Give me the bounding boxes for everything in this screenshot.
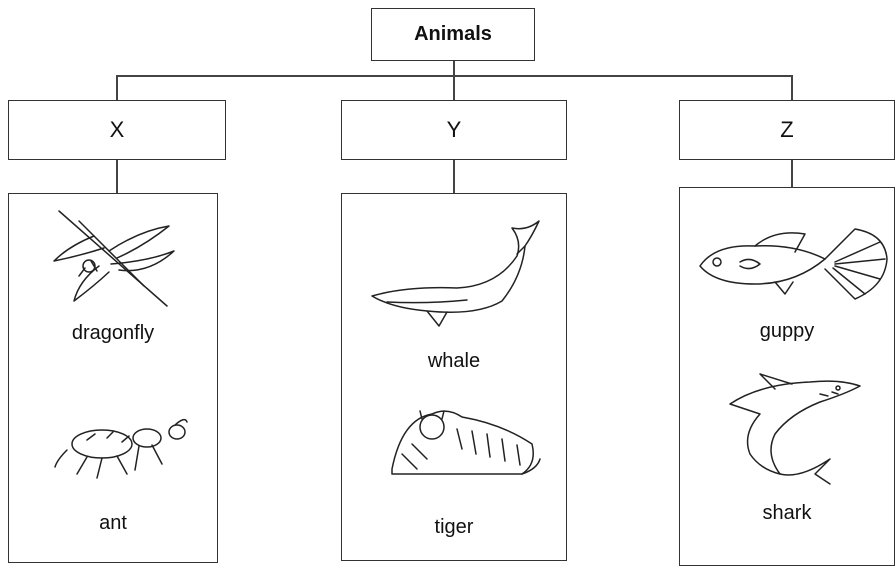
connector-z-down (791, 160, 793, 188)
group-y-panel: whale tiger (341, 193, 567, 561)
connector-x-down (116, 160, 118, 194)
guppy-image (695, 224, 890, 304)
shark-label: shark (680, 502, 894, 525)
root-node: Animals (371, 8, 535, 61)
group-x-header: X (8, 100, 226, 160)
connector-x-up (116, 75, 118, 101)
guppy-label: guppy (680, 320, 894, 343)
whale-image (367, 216, 547, 336)
tiger-image (372, 399, 542, 484)
connector-y-up (453, 75, 455, 101)
ant-label: ant (9, 512, 217, 535)
group-x-panel: dragonfly ant (8, 193, 218, 563)
group-z-panel: guppy shark (679, 187, 895, 566)
connector-root-down (453, 60, 455, 76)
tiger-label: tiger (342, 516, 566, 539)
ant-image (47, 412, 187, 482)
dragonfly-label: dragonfly (9, 322, 217, 345)
connector-z-up (791, 75, 793, 101)
group-z-header: Z (679, 100, 895, 160)
dragonfly-image (49, 206, 179, 316)
connector-y-down (453, 160, 455, 194)
group-y-header: Y (341, 100, 567, 160)
whale-label: whale (342, 350, 566, 373)
shark-image (720, 374, 870, 489)
